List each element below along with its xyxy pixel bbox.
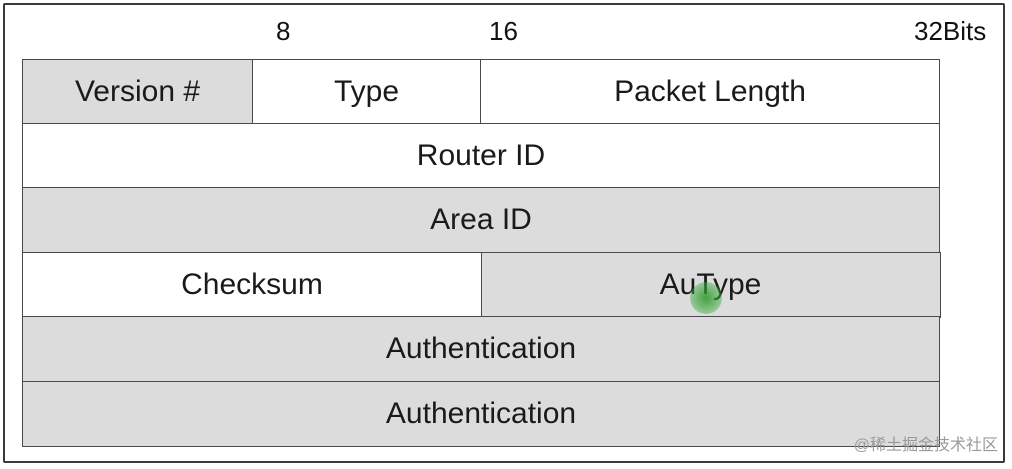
row-checksum-autype: Checksum AuType xyxy=(22,252,941,318)
row-area-id: Area ID xyxy=(22,187,940,253)
field-checksum: Checksum xyxy=(22,252,482,318)
field-version: Version # xyxy=(22,59,253,125)
packet-header-table: Version # Type Packet Length Router ID A… xyxy=(22,59,941,447)
field-authentication: Authentication xyxy=(22,381,940,447)
row-router-id: Router ID xyxy=(22,123,940,189)
field-router-id: Router ID xyxy=(22,123,940,189)
row-authentication-1: Authentication xyxy=(22,316,940,382)
field-authentication: Authentication xyxy=(22,316,940,382)
watermark: @稀土掘金技术社区 xyxy=(853,437,998,454)
field-autype: AuType xyxy=(480,252,941,318)
field-type: Type xyxy=(251,59,482,125)
row-authentication-2: Authentication xyxy=(22,381,940,447)
field-packet-length: Packet Length xyxy=(480,59,940,125)
bit-marker-32: 32Bits xyxy=(914,16,987,46)
bit-marker-16: 16 xyxy=(489,16,518,46)
field-area-id: Area ID xyxy=(22,187,940,253)
bit-marker-8: 8 xyxy=(276,16,291,46)
row-version-type-length: Version # Type Packet Length xyxy=(22,59,940,125)
